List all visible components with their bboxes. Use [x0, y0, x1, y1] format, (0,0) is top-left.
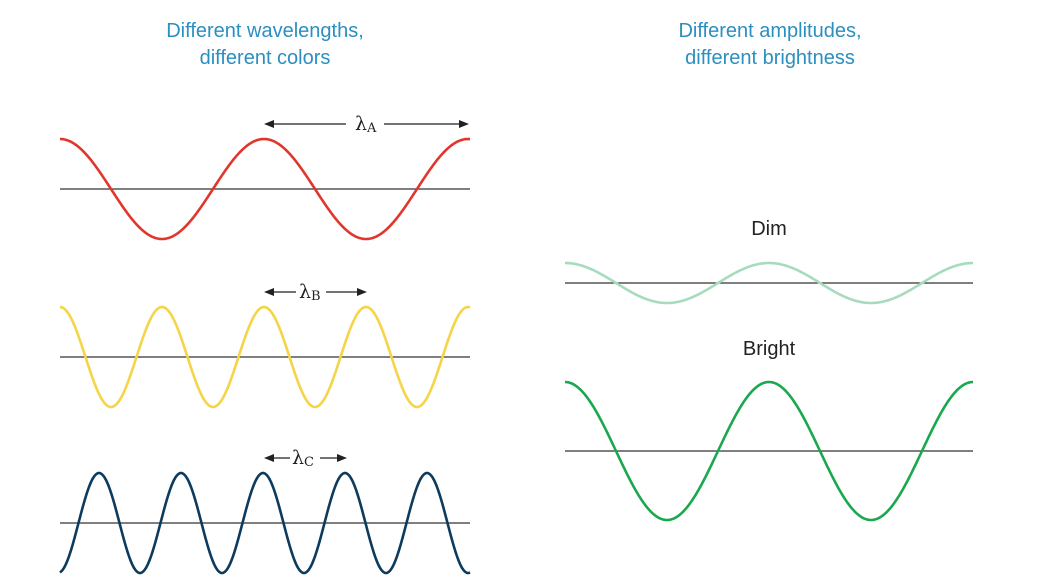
amplitude-heading-line2: different brightness	[685, 47, 855, 69]
wave-c-navy	[59, 471, 471, 575]
lambda-b-symbol: λ	[299, 281, 311, 303]
lambda-c-subscript: C	[304, 455, 314, 470]
lambda-a-symbol: λ	[355, 113, 367, 135]
wave-b-yellow	[59, 305, 471, 409]
lambda-a-arrow: λ A	[264, 113, 469, 136]
wavelength-heading-line1: Different wavelengths,	[166, 20, 364, 42]
amplitude-heading-line1: Different amplitudes,	[678, 20, 862, 42]
lambda-b-arrow: λ B	[264, 281, 367, 304]
lambda-a-subscript: A	[366, 121, 377, 136]
bright-label: Bright	[742, 338, 796, 360]
lambda-c-arrow: λ C	[264, 447, 347, 470]
dim-label: Dim	[751, 218, 787, 240]
dim-wave	[564, 261, 974, 305]
wavelength-heading-line2: different colors	[199, 47, 331, 69]
wave-a-red	[59, 137, 471, 241]
bright-wave	[564, 380, 974, 522]
lambda-b-subscript: B	[311, 289, 321, 304]
wavelength-heading: Different wavelengths, different colors	[115, 18, 415, 72]
lambda-c-symbol: λ	[292, 447, 304, 469]
amplitude-heading: Different amplitudes, different brightne…	[620, 18, 920, 72]
